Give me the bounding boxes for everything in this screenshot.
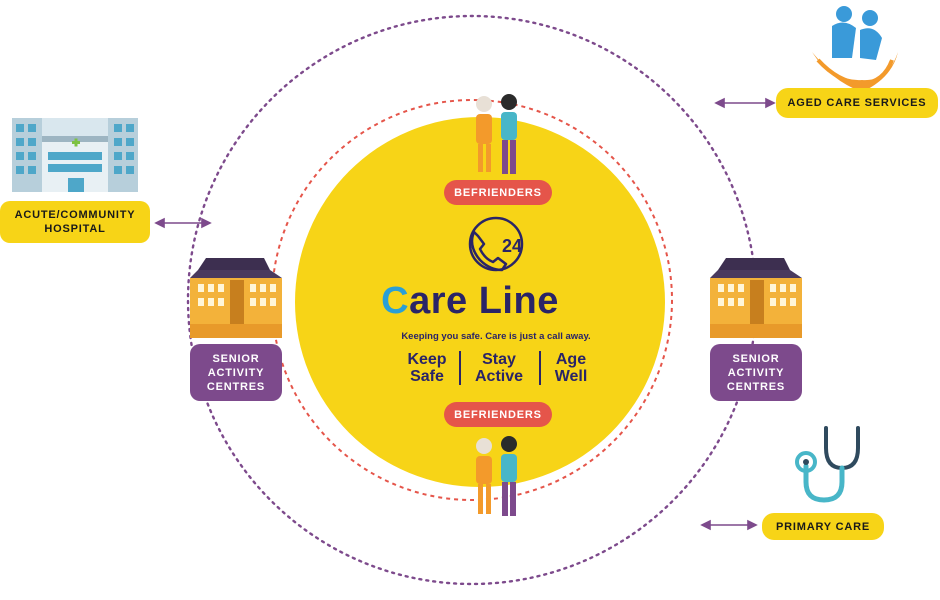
motto-age-well: Age Well (546, 351, 596, 385)
care-line-logo-rest: are Line (409, 280, 559, 322)
motto-age-well-line1: Age (555, 351, 587, 368)
sac-right-line2: ACTIVITY (727, 366, 785, 379)
sac-right-line1: SENIOR (732, 352, 780, 365)
motto-stay-active-line1: Stay (482, 351, 516, 368)
arrow-primary-care (700, 519, 758, 531)
phone-24-label: 24 (502, 236, 522, 256)
center-circle (295, 117, 665, 487)
hospital-label-line2: HOSPITAL (44, 223, 106, 235)
caring-hands-elderly-icon (812, 6, 898, 92)
motto-keep-safe: Keep Safe (402, 351, 452, 385)
motto-age-well-line2: Well (554, 368, 588, 385)
arrow-hospital (154, 217, 212, 229)
phone-24-icon: 24 (468, 216, 524, 272)
sac-right-line3: CENTRES (726, 380, 786, 393)
motto-stay-active-line2: Active (474, 368, 524, 385)
befriender-with-senior-icon (476, 436, 517, 516)
primary-care-label[interactable]: PRIMARY CARE (762, 513, 884, 540)
hospital-building-icon (12, 118, 138, 192)
care-line-logo: Care Line (0, 280, 940, 323)
apartment-building-icon (710, 258, 802, 338)
aged-care-services-label[interactable]: AGED CARE SERVICES (776, 88, 938, 118)
care-line-logo-c: C (381, 280, 410, 322)
stethoscope-icon (795, 426, 860, 503)
acute-community-hospital-label[interactable]: ACUTE/COMMUNITY HOSPITAL (0, 201, 150, 243)
motto-divider (539, 351, 541, 385)
hospital-label-line1: ACUTE/COMMUNITY (14, 209, 136, 221)
sac-left-line2: ACTIVITY (207, 366, 265, 379)
senior-activity-centres-left-label[interactable]: SENIOR ACTIVITY CENTRES (190, 344, 282, 401)
motto-keep-safe-line1: Keep (407, 351, 447, 368)
motto-stay-active: Stay Active (466, 351, 532, 385)
befrienders-top-label[interactable]: BEFRIENDERS (444, 180, 552, 205)
befriender-with-senior-icon (476, 94, 517, 174)
befrienders-bottom-label[interactable]: BEFRIENDERS (444, 402, 552, 427)
inner-ring (271, 99, 673, 501)
arrow-aged-care (714, 97, 776, 109)
senior-activity-centres-right-label[interactable]: SENIOR ACTIVITY CENTRES (710, 344, 802, 401)
apartment-building-icon (190, 258, 282, 338)
care-line-tagline: Keeping you safe. Care is just a call aw… (401, 331, 591, 342)
sac-left-line1: SENIOR (212, 352, 260, 365)
sac-left-line3: CENTRES (206, 380, 266, 393)
motto-keep-safe-line2: Safe (410, 368, 444, 385)
motto-divider (459, 351, 461, 385)
